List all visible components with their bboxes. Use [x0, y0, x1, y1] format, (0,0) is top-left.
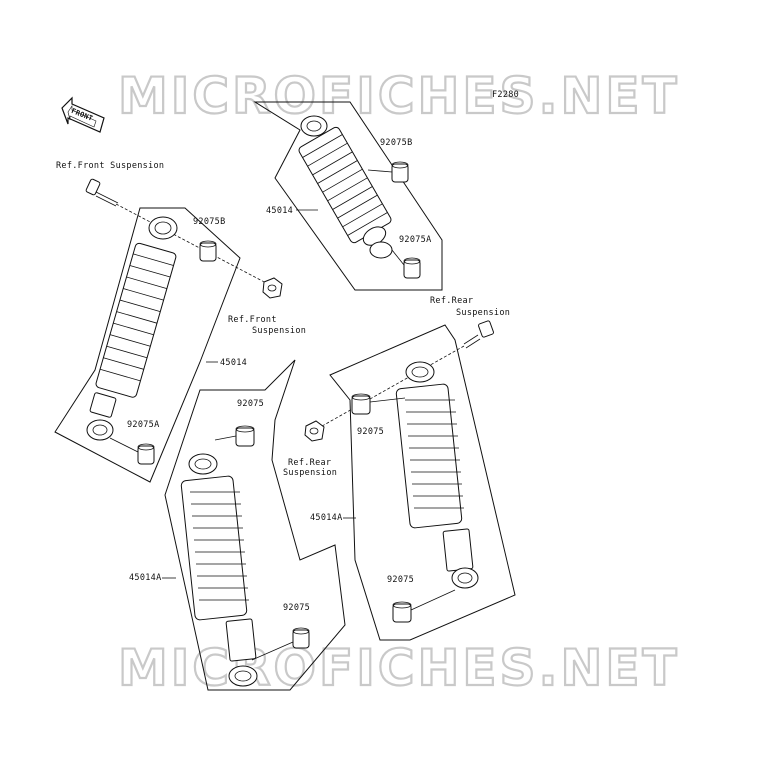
shock-absorber-upper	[298, 115, 393, 259]
group-rear-shock-right	[329, 324, 516, 641]
bushing-92075-right-bottom	[392, 603, 412, 623]
nut-front	[262, 277, 283, 299]
label-92075A-upper: 92075A	[399, 235, 432, 245]
label-ref-front-mid-2: Suspension	[252, 326, 306, 336]
label-45014A-mid: 45014A	[129, 573, 162, 583]
bushing-92075-mid-top	[235, 427, 255, 447]
label-92075B-upper: 92075B	[380, 138, 413, 148]
label-92075-right-top: 92075	[357, 427, 384, 437]
watermark-top: MICROFICHES.NET	[118, 67, 680, 125]
label-ref-front-mid-1: Ref.Front	[228, 315, 277, 325]
label-92075-mid-bottom: 92075	[283, 603, 310, 613]
shock-absorber-left	[86, 216, 178, 441]
bolt-front-top	[85, 178, 271, 286]
group-rear-shock-mid	[164, 359, 346, 691]
bushing-92075-mid-bottom	[292, 629, 310, 649]
label-45014-upper: 45014	[266, 206, 293, 216]
bushing-92075-right-top	[351, 395, 371, 415]
label-ref-rear-top-2: Suspension	[456, 308, 510, 318]
nut-rear	[304, 420, 325, 442]
label-45014-left: 45014	[220, 358, 247, 368]
bushing-92075B-left	[199, 242, 217, 262]
shock-absorber-mid	[180, 453, 258, 687]
bushing-92075A-left	[137, 445, 155, 465]
group-front-shock-left	[54, 207, 241, 483]
bushing-92075A-upper	[403, 259, 421, 279]
bolt-rear-top	[314, 320, 494, 431]
front-arrow-icon: FRONT	[61, 96, 105, 133]
label-92075B-left: 92075B	[193, 217, 226, 227]
label-92075-right-bottom: 92075	[387, 575, 414, 585]
figure-code: F2280	[492, 90, 519, 100]
label-ref-rear-top-1: Ref.Rear	[430, 296, 473, 306]
label-92075A-left: 92075A	[127, 420, 160, 430]
label-45014A-right: 45014A	[310, 513, 343, 523]
label-ref-rear-mid-2: Suspension	[283, 468, 337, 478]
label-ref-front-top: Ref.Front Suspension	[56, 161, 164, 171]
bushing-92075B-upper	[391, 163, 409, 183]
label-92075-mid-top: 92075	[237, 399, 264, 409]
shock-absorber-right	[395, 361, 479, 589]
watermark-bottom: MICROFICHES.NET	[118, 639, 680, 697]
group-front-shock-upper	[253, 101, 443, 291]
label-ref-rear-mid-1: Ref.Rear	[288, 458, 331, 468]
